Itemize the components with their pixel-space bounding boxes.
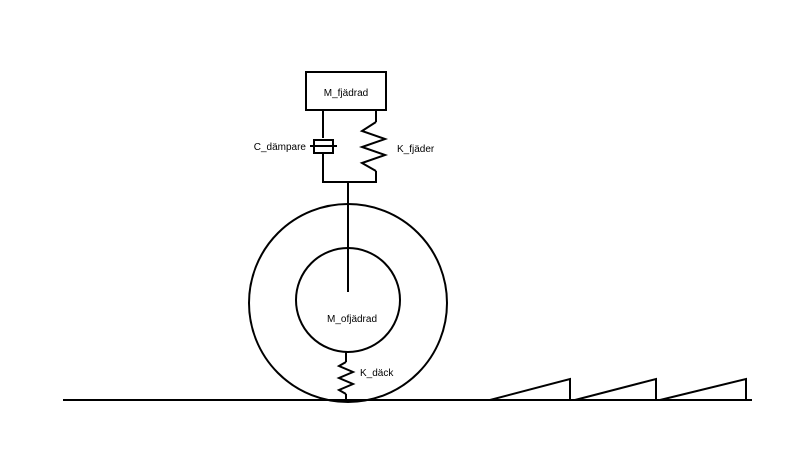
tire-spring-coil — [336, 361, 356, 395]
spring-coil — [358, 121, 389, 172]
road-bumps — [489, 377, 747, 401]
road-bump — [659, 377, 747, 401]
spring-label: K_fjäder — [397, 144, 435, 155]
road-bump — [489, 377, 571, 401]
damper-label: C_dämpare — [254, 142, 307, 153]
tire-outer-circle — [248, 203, 448, 403]
sprung-mass-label: M_fjädrad — [324, 88, 368, 99]
tire-stiffness-label: K_däck — [360, 368, 394, 379]
unsprung-mass-circle — [295, 247, 401, 353]
sprung-mass-block — [305, 71, 387, 111]
suspension-assembly — [310, 110, 389, 292]
road-bump — [574, 377, 657, 401]
unsprung-mass-label: M_ofjädrad — [327, 314, 377, 325]
